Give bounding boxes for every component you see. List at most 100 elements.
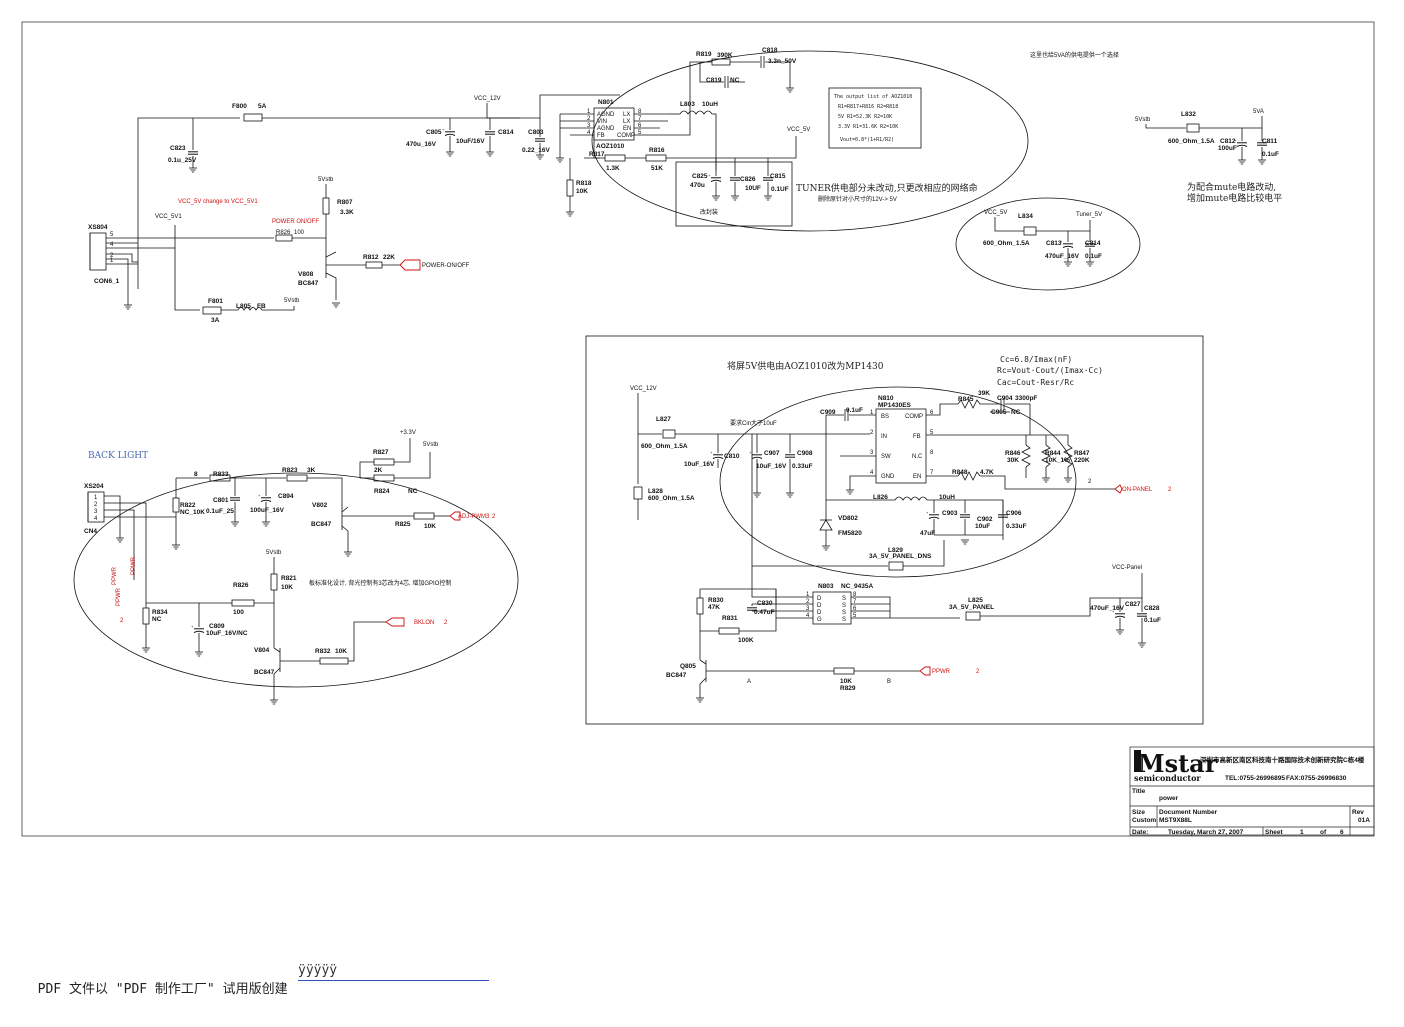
title-block: Mstar semiconductor 深圳市高新区南区科技南十路国际技术创新研… [1129, 746, 1375, 836]
l832-value: 600_Ohm_1.5A [1168, 138, 1215, 145]
vstb2-label: 5Vstb [318, 177, 334, 183]
v802-value: BC847 [311, 521, 332, 528]
n801-pin-lx: LX [623, 112, 630, 118]
r824-value: NC [408, 488, 418, 495]
cc-formula-1: Cc=6.8/Imax(nF) [1000, 355, 1072, 364]
c823-value: 0.1u_25V [168, 157, 197, 164]
svg-text:A: A [747, 679, 751, 685]
svg-text:1: 1 [870, 410, 874, 416]
vccpanel-label: VCC-Panel [1112, 565, 1142, 571]
l834-value: 600_Ohm_1.5A [983, 240, 1030, 247]
size-label: Size [1132, 809, 1145, 816]
c815-value: 0.1UF [771, 186, 789, 193]
n801-value: AOZ1010 [596, 143, 625, 150]
r846-value: 30K [1007, 457, 1019, 464]
q805-ref: Q805 [680, 663, 696, 670]
c814-ref: C814 [498, 129, 514, 136]
5va-section: 这里也给5VA的供电提供一个选择 5Vstb L832 600_Ohm_1.5A… [1030, 51, 1282, 204]
svg-text:2: 2 [1168, 487, 1172, 493]
svg-text:8: 8 [853, 592, 857, 598]
on-panel-net: ON-PANEL [1122, 487, 1153, 493]
svg-text:8: 8 [638, 109, 642, 115]
tuner-ellipse [955, 197, 1141, 291]
r832-value: 10K [335, 648, 347, 655]
title-value: power [1159, 795, 1179, 802]
c823-ref: C823 [170, 145, 186, 152]
svg-text:1: 1 [587, 109, 591, 115]
r847-ref: R847 [1074, 450, 1090, 457]
r817-ref: R817 [589, 151, 605, 158]
mp1430-ellipse [719, 386, 1077, 578]
pdf-footer: PDF 文件以 "PDF 制作工厂" 试用版创建 ÿÿÿÿÿ [22, 963, 489, 1027]
r807-ref: R807 [337, 199, 353, 206]
c830-value: 0.47uF [754, 609, 775, 616]
vstb1-label: 5Vstb [284, 298, 300, 304]
svg-text:1: 1 [806, 592, 810, 598]
c803-ref: C803 [528, 129, 544, 136]
company-address: 深圳市高新区南区科技南十路国际技术创新研究院C栋4楼 [1200, 755, 1365, 764]
n810-pin-bs: BS [881, 414, 889, 420]
c825-value: 470u [690, 182, 705, 189]
c818-value: 3.3n_50V [768, 58, 797, 65]
v808-ref: V808 [298, 271, 314, 278]
r823-value: 3K [307, 467, 316, 474]
r807-value: 3.3K [340, 209, 354, 216]
date-label: Date: [1132, 829, 1148, 836]
output-list-2: 5V R1=52.3K R2=10K [838, 114, 892, 120]
f801-value: 3A [211, 317, 220, 324]
c819-ref: C819 [706, 77, 722, 84]
l825-value: 3A_5V_PANEL [949, 604, 994, 611]
l832-ref: L832 [1181, 111, 1196, 118]
svg-text:S: S [842, 617, 846, 623]
svg-text:2: 2 [870, 430, 874, 436]
r826a-value: 100 [294, 230, 305, 236]
svg-text:3: 3 [806, 606, 810, 612]
svg-text:1: 1 [94, 495, 98, 501]
c904-ref: C904 [997, 395, 1013, 402]
c894-ref: C894 [278, 493, 294, 500]
tuner5v-label: Tuner_5V [1076, 212, 1102, 218]
svg-text:5: 5 [853, 613, 857, 619]
vstb5-label: 5Vstb [266, 550, 282, 556]
backlight-title: BACK LIGHT [88, 451, 148, 461]
n803-ref: N803 [818, 583, 834, 590]
f800-value: 5A [258, 103, 267, 110]
r826-ref: R826 [233, 582, 249, 589]
of-label: of [1320, 829, 1327, 836]
c903-ref: C903 [942, 510, 958, 517]
c827-value: 470uF_16V [1090, 605, 1125, 612]
power-onoff-net: POWER-ON/OFF [422, 263, 470, 269]
l805-ref: L805 [236, 303, 251, 310]
svg-text:2: 2 [120, 618, 124, 624]
cc-formula-3: Cac=Cout·Resr/Rc [997, 378, 1074, 387]
r829-ref: R829 [840, 685, 856, 692]
c830-ref: C830 [757, 600, 773, 607]
n810-pin-en: EN [913, 474, 921, 480]
r830-ref: R830 [708, 597, 724, 604]
svg-text:7: 7 [930, 470, 934, 476]
vcc5v1-label: VCC_5V1 [155, 214, 182, 220]
svg-text:3: 3 [587, 123, 591, 129]
cn4-ref: CN4 [84, 528, 97, 535]
l803-ref: L803 [680, 101, 695, 108]
c809-value: 10uF_16V/NC [206, 630, 248, 637]
c809-ref: C809 [209, 623, 225, 630]
r819-value: 390K [717, 52, 733, 59]
svg-text:2: 2 [976, 669, 980, 675]
c828-ref: C828 [1144, 605, 1160, 612]
r844-value: 10K_1% [1045, 457, 1070, 464]
c814-value: 10uF/16V [456, 138, 485, 145]
adj-pwm-net: ADJ-PWM3 [458, 514, 490, 520]
l826-ref: L826 [873, 494, 888, 501]
n801-pin-vin: VIN [597, 119, 607, 125]
n801-pin-lx2: LX [623, 119, 630, 125]
aoz1010-section: VCC_12V C805 470u_16V C814 10uF/16V C803… [406, 47, 1029, 232]
l827-value: 600_Ohm_1.5A [641, 443, 688, 450]
v33-label: +3.3V [400, 430, 416, 436]
n810-pin-fb: FB [913, 434, 921, 440]
c805-ref: C805 [426, 129, 442, 136]
v802-ref: V802 [312, 502, 328, 509]
r834-ref: R834 [152, 609, 168, 616]
c811-ref: C811 [1262, 138, 1278, 145]
c813-value: 470uF_16V [1045, 253, 1080, 260]
